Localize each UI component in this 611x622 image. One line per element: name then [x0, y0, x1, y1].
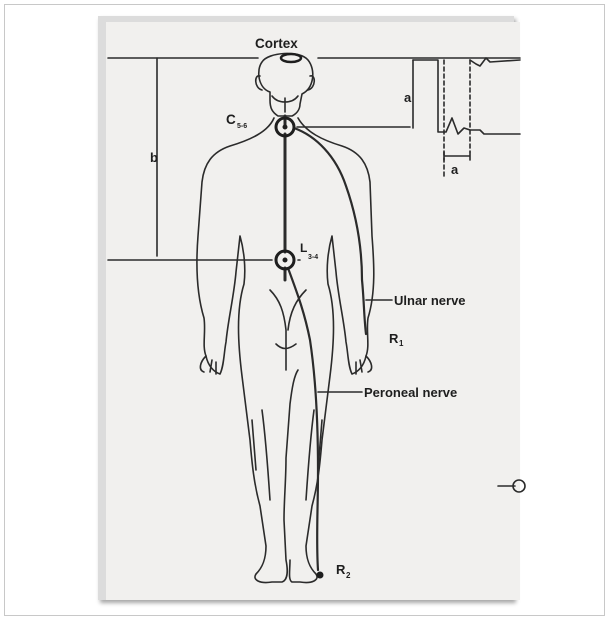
r2-stimulus-dot — [317, 572, 323, 578]
cortex-label: Cortex — [255, 36, 298, 51]
body-outline-left — [197, 118, 298, 583]
cervical-label: C — [226, 112, 236, 127]
upper-waveform — [470, 58, 520, 66]
lumbar-subscript: 3-4 — [308, 254, 318, 261]
body-outline-right — [290, 118, 374, 583]
b-label: b — [150, 150, 158, 165]
r2-label: R — [336, 562, 346, 577]
r1-label: R — [389, 331, 399, 346]
lumbar-label: L — [300, 241, 307, 255]
peroneal-nerve-label: Peroneal nerve — [364, 385, 457, 400]
cervical-subscript: 5-6 — [237, 123, 247, 130]
r1-subscript: 1 — [399, 339, 404, 348]
cortex-electrode — [281, 54, 301, 62]
evoked-potential-waveform — [413, 60, 520, 134]
cerebellum-lines — [272, 96, 298, 112]
a-horizontal-dimension — [444, 152, 470, 160]
a-vertical-label: a — [404, 90, 412, 105]
ulnar-nerve-label: Ulnar nerve — [394, 293, 466, 308]
a-horizontal-label: a — [451, 162, 459, 177]
ulnar-nerve-path — [294, 128, 366, 334]
r2-subscript: 2 — [346, 571, 351, 580]
